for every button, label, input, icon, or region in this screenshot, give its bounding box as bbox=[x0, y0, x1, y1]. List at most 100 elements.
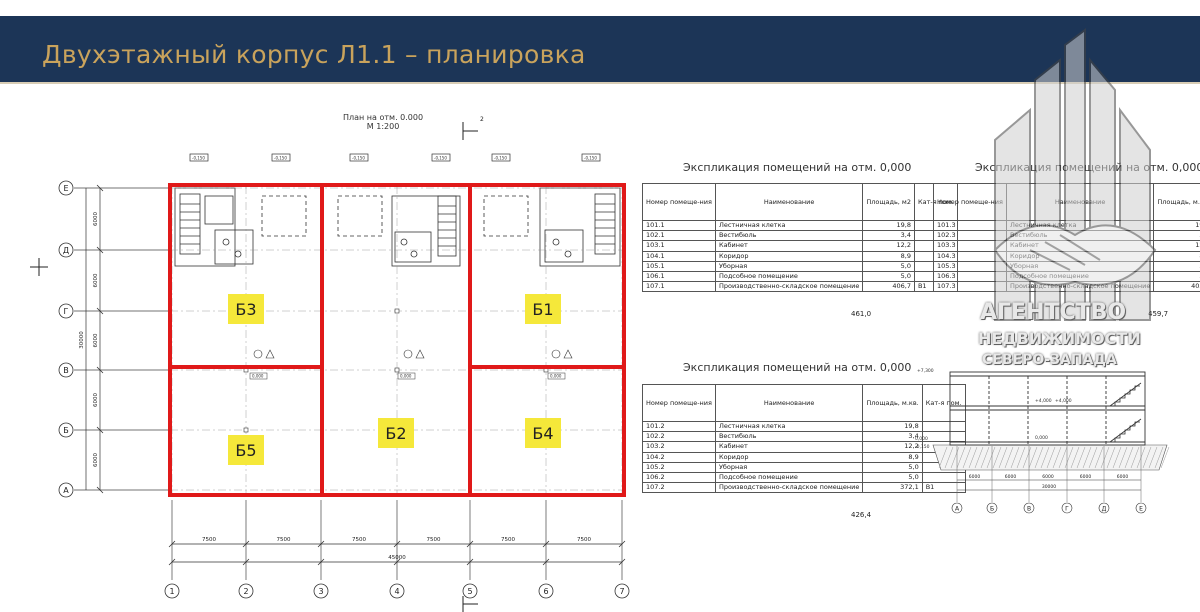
hatch-line bbox=[1064, 446, 1074, 469]
hatch-line bbox=[1016, 446, 1026, 469]
section-dim-label: 6000 bbox=[1080, 474, 1092, 480]
dim-tick bbox=[466, 540, 474, 548]
dim-tick bbox=[393, 558, 401, 566]
cell-name: Подсобное помещение bbox=[714, 270, 864, 283]
dim-label: 7500 bbox=[427, 537, 441, 543]
hatch-line bbox=[986, 446, 996, 469]
section-stairs bbox=[1109, 382, 1142, 443]
cell-name: Подсобное помещение bbox=[714, 471, 864, 484]
row-axis-label: А bbox=[63, 486, 69, 495]
hatch-line bbox=[1148, 446, 1158, 469]
svg-text:0,000: 0,000 bbox=[1035, 435, 1048, 441]
logo-line2: НЕДВИЖИМОСТИ bbox=[978, 329, 1141, 348]
cell-name: Уборная bbox=[714, 260, 864, 272]
section-axis-bubble bbox=[951, 502, 963, 514]
dim-tick bbox=[168, 558, 176, 566]
explication-title-1: Экспликация помещений на отм. 0,000 bbox=[683, 161, 912, 174]
row-axis-bubble bbox=[58, 362, 74, 378]
hatch-line bbox=[1046, 446, 1056, 469]
core-right bbox=[483, 187, 621, 267]
cell-num: 102.1 bbox=[642, 230, 716, 242]
core-middle bbox=[337, 195, 461, 267]
cell-area: 19,8 bbox=[862, 219, 915, 232]
ground-hatch-lines bbox=[938, 446, 1170, 469]
header-divider bbox=[0, 82, 1200, 84]
entrance-tags-level: -0,150 -0,150 -0,150 -0,150 -0,150 -0,15… bbox=[192, 156, 597, 161]
block-label-bg bbox=[525, 294, 561, 324]
section-axis-bubble bbox=[986, 502, 998, 514]
dim-label: 7500 bbox=[202, 537, 216, 543]
block-label: Б2 bbox=[385, 424, 406, 443]
cell-name: Коридор bbox=[714, 250, 864, 262]
column-axis-bubble bbox=[462, 583, 478, 599]
row-axis-label: Б bbox=[63, 426, 69, 435]
hatch-line bbox=[980, 446, 990, 469]
svg-text:-0,150: -0,150 bbox=[584, 156, 597, 161]
hatch-line bbox=[992, 446, 1002, 469]
hatch-line bbox=[1076, 446, 1086, 469]
col-name: Наименование bbox=[714, 384, 864, 422]
column-axis-bubble bbox=[238, 583, 254, 599]
svg-text:-0,150: -0,150 bbox=[434, 156, 447, 161]
section-drawing: +7,300 +4,000 0,000 -0,150 +4,000 0,000 … bbox=[915, 368, 1170, 514]
cell-name: Уборная bbox=[714, 461, 864, 473]
cell-area: 5,0 bbox=[862, 260, 915, 272]
hatch-line bbox=[1142, 446, 1152, 469]
section-axis-label: А bbox=[955, 506, 960, 513]
section-axis-label: Е bbox=[1139, 506, 1143, 513]
col-num: Номер помеще-ния bbox=[642, 183, 716, 221]
hatch-line bbox=[974, 446, 984, 469]
cell-num: 106.1 bbox=[642, 270, 716, 283]
hatch-line bbox=[1088, 446, 1098, 469]
cell-name: Кабинет bbox=[714, 441, 864, 453]
row-axis-label: Д bbox=[63, 246, 69, 255]
section-axis-label: В bbox=[1027, 506, 1031, 513]
hatch-line bbox=[938, 446, 948, 469]
row-axis-bubble bbox=[58, 242, 74, 258]
dim-tick bbox=[618, 540, 626, 548]
row-axis-label: Е bbox=[63, 184, 68, 193]
cell-num: 102.2 bbox=[642, 431, 716, 443]
level-tag-label: 0,000 bbox=[400, 374, 412, 379]
hatch-line bbox=[1070, 446, 1080, 469]
cell-num: 107.2 bbox=[642, 482, 716, 494]
dim-total-label: 30000 bbox=[79, 331, 85, 349]
cell-area: 8,9 bbox=[862, 250, 915, 262]
block-label: Б5 bbox=[235, 441, 256, 460]
level-tag-label: 0,000 bbox=[550, 374, 562, 379]
column-axis-bubble bbox=[614, 583, 630, 599]
dim-label: 6000 bbox=[93, 273, 99, 287]
section-axis-bubble bbox=[1023, 502, 1035, 514]
cell-name: Лестничная клетка bbox=[714, 219, 864, 232]
cell-num: 101.2 bbox=[642, 420, 716, 433]
dim-label: 7500 bbox=[352, 537, 366, 543]
section-mark-top: 2 bbox=[462, 116, 484, 140]
svg-text:-0,150: -0,150 bbox=[192, 156, 205, 161]
row-axis-label: В bbox=[63, 366, 69, 375]
hatch-line bbox=[1112, 446, 1122, 469]
plan-caption: План на отм. 0.000 М 1:200 bbox=[343, 113, 423, 131]
cell-name: Лестничная клетка bbox=[714, 420, 864, 433]
block-label-bg bbox=[228, 435, 264, 465]
hatch-line bbox=[1034, 446, 1044, 469]
dim-tick bbox=[317, 558, 325, 566]
svg-text:-0,150: -0,150 bbox=[915, 444, 930, 450]
svg-text:-0,150: -0,150 bbox=[494, 156, 507, 161]
row-axis-bubble bbox=[58, 422, 74, 438]
section-axis-bubble bbox=[1098, 502, 1110, 514]
hatch-line bbox=[1094, 446, 1104, 469]
block-outline bbox=[168, 365, 324, 497]
category-marker bbox=[563, 349, 573, 359]
section-body bbox=[949, 371, 1146, 446]
cell-num: 105.2 bbox=[642, 461, 716, 473]
explication-total-3: 426,4 bbox=[851, 511, 872, 519]
dim-tick bbox=[317, 540, 325, 548]
cell-name: Вестибюль bbox=[714, 230, 864, 242]
hatch-line bbox=[962, 446, 972, 469]
